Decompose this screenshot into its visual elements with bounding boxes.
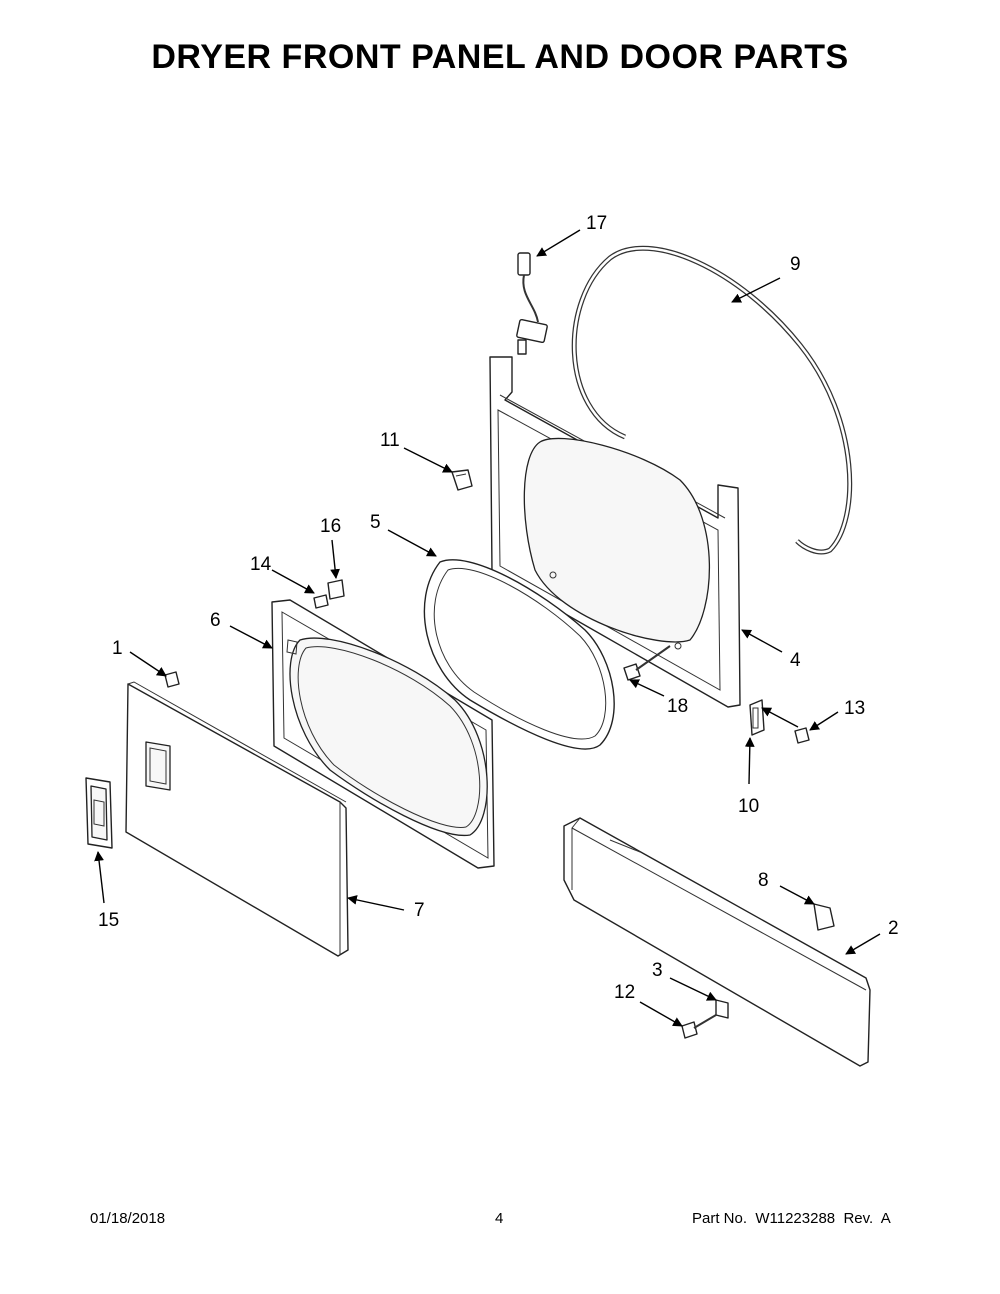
- footer-date: 01/18/2018: [90, 1210, 166, 1227]
- callout-labels: 17 9 11 5 16 14 6 1 4 18 13 10 15 7 8 2 …: [98, 213, 899, 1003]
- callout-1: 1: [112, 638, 123, 659]
- callout-10: 10: [738, 796, 759, 817]
- callout-18: 18: [667, 696, 688, 717]
- part-11-clip: [451, 469, 473, 491]
- part-13-screw: [794, 727, 810, 744]
- page-title: DRYER FRONT PANEL AND DOOR PARTS: [151, 38, 849, 76]
- footer-part-number: Part No. W11223288 Rev. A: [692, 1210, 891, 1227]
- part-16-latch: [327, 579, 345, 600]
- part-2-console: [563, 817, 871, 1067]
- part-6-inner-door: [271, 599, 495, 869]
- part-8-clip: [813, 903, 835, 931]
- part-14-strike: [313, 594, 329, 609]
- callout-13: 13: [844, 698, 865, 719]
- callout-12: 12: [614, 982, 635, 1003]
- callout-16: 16: [320, 516, 341, 537]
- part-1-screw: [164, 671, 180, 688]
- part-4-front-panel: [489, 356, 741, 708]
- callout-3: 3: [652, 960, 663, 981]
- callout-5: 5: [370, 512, 381, 533]
- callout-17: 17: [586, 213, 607, 234]
- part-10-hinge: [749, 699, 765, 736]
- leader-lines: [94, 229, 881, 1027]
- part-3-bracket: [715, 999, 729, 1019]
- callout-4: 4: [790, 650, 801, 671]
- callout-6: 6: [210, 610, 221, 631]
- part-17-harness: [516, 252, 548, 355]
- part-5-gasket: [423, 559, 615, 750]
- part-9-seal: [571, 245, 853, 555]
- callout-9: 9: [790, 254, 801, 275]
- footer-page-number: 4: [495, 1210, 504, 1227]
- callout-7: 7: [414, 900, 425, 921]
- part-18-screw: [623, 645, 671, 681]
- callout-14: 14: [250, 554, 272, 575]
- callout-2: 2: [888, 918, 899, 939]
- part-12-screw: [681, 1014, 717, 1039]
- part-15-handle: [85, 777, 113, 849]
- callout-8: 8: [758, 870, 769, 891]
- callout-11: 11: [380, 430, 400, 451]
- callout-15: 15: [98, 910, 119, 931]
- part-7-outer-door: [125, 681, 349, 957]
